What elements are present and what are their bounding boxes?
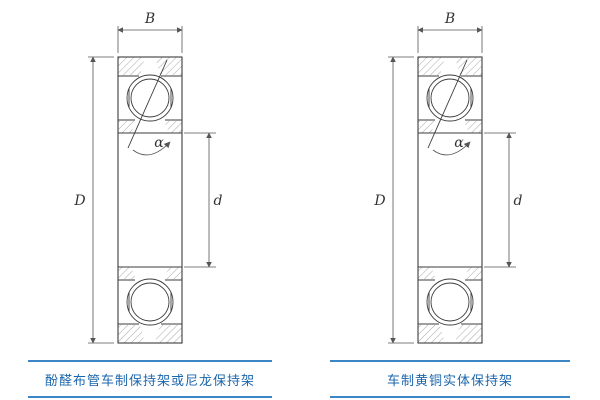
- caption-right: 车制黄铜实体保持架: [330, 360, 570, 398]
- label-width-right: B: [444, 11, 455, 27]
- caption-left-text: 酚醛布管车制保持架或尼龙保持架: [44, 374, 255, 389]
- label-outer-diameter-right: D: [373, 193, 385, 209]
- figure-left-drawing: [88, 26, 216, 343]
- label-bore-diameter-left: d: [214, 193, 223, 209]
- label-width-left: B: [144, 11, 155, 27]
- bearing-technical-drawing: B D d α B D d α: [73, 11, 523, 360]
- label-bore-diameter-right: d: [514, 193, 523, 209]
- caption-right-text: 车制黄铜实体保持架: [386, 374, 513, 389]
- figure-right-drawing: [388, 26, 516, 343]
- label-contact-angle-left: α: [154, 135, 164, 151]
- label-contact-angle-right: α: [454, 135, 464, 151]
- caption-left: 酚醛布管车制保持架或尼龙保持架: [28, 360, 272, 398]
- label-outer-diameter-left: D: [73, 193, 85, 209]
